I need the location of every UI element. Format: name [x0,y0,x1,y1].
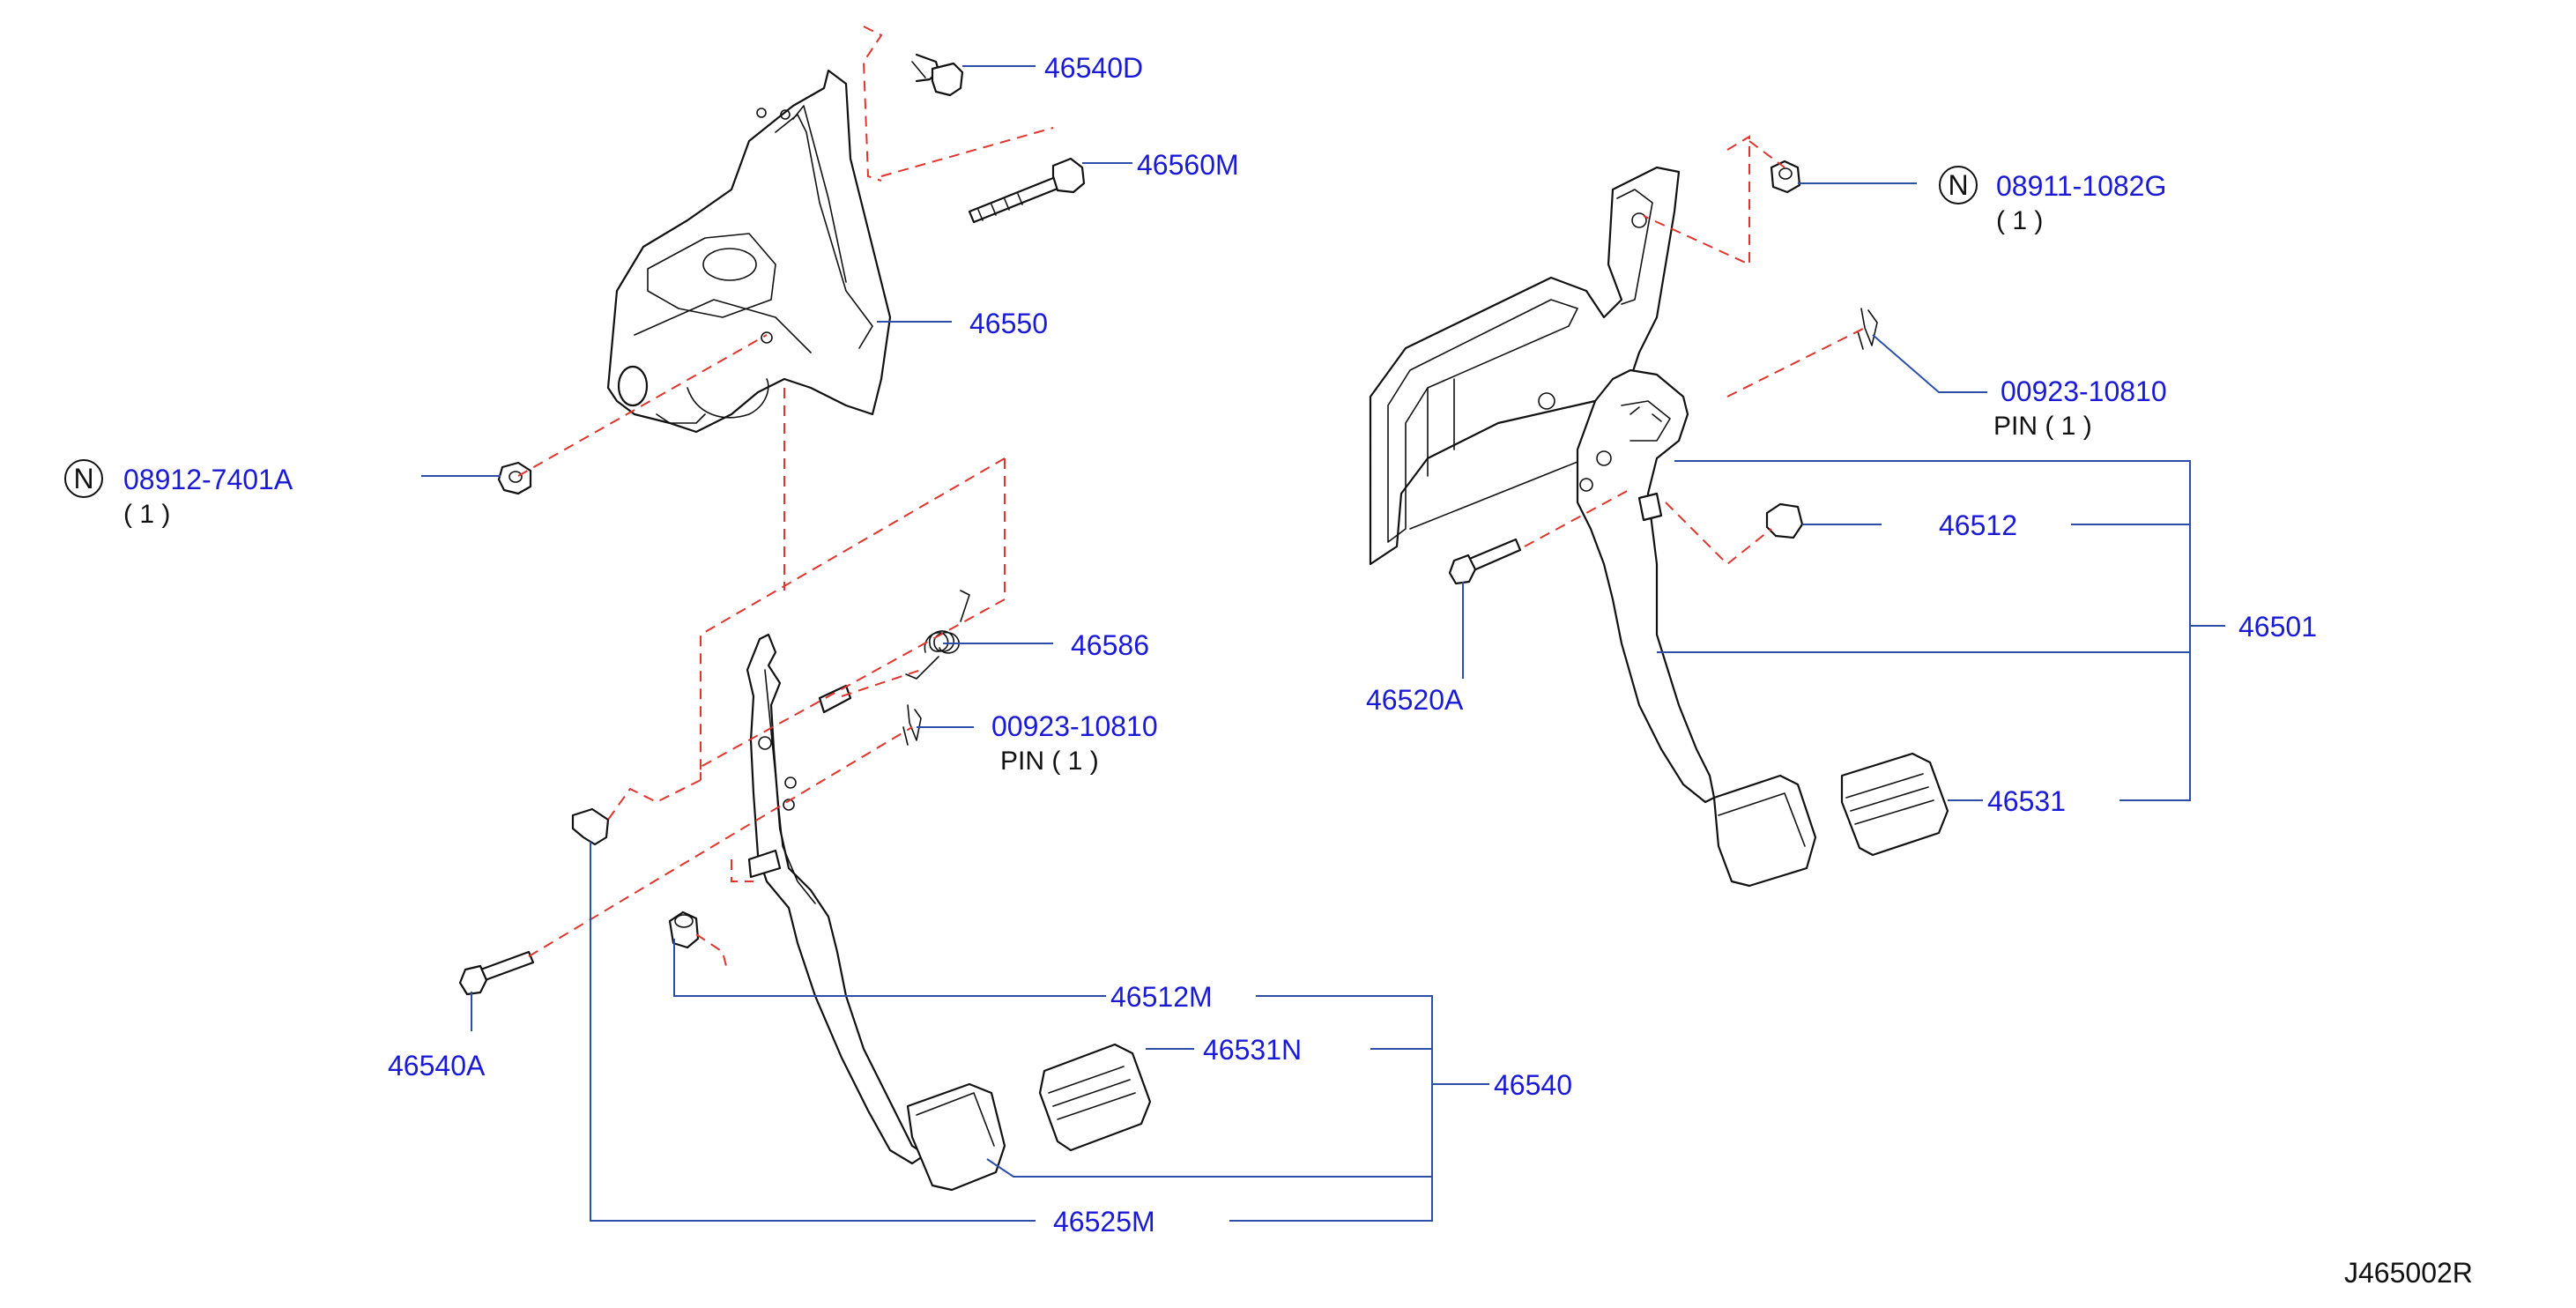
label-46560M[interactable]: 46560M [1137,149,1239,181]
pad-cover-46531 [1840,752,1949,857]
label-46525M[interactable]: 46525M [1053,1206,1155,1237]
nut-08911-1082G [1770,160,1801,194]
label-00923-10810-right[interactable]: 00923-10810 [2001,375,2167,407]
n-mark-right: N [1939,166,1978,204]
bolt-46520A [1448,538,1522,585]
brake-pedal-pad [1712,774,1817,888]
label-46586[interactable]: 46586 [1071,629,1149,661]
label-46540[interactable]: 46540 [1494,1069,1572,1101]
label-46540A[interactable]: 46540A [388,1050,486,1081]
label-08912-7401A[interactable]: 08912-7401A [123,464,293,495]
return-spring-46586 [905,590,970,680]
n-mark-left: N [64,459,103,498]
svg-text:N: N [1948,169,1968,201]
diagram-code: J465002R [2344,1257,2473,1289]
pedal-bracket-46550 [606,69,892,434]
label-46501[interactable]: 46501 [2238,611,2317,643]
dashed-guides-right [1524,135,1869,566]
pedal-pad-46525M [906,1082,1006,1192]
label-46531N[interactable]: 46531N [1203,1034,1302,1066]
bolt-46560M [968,157,1086,224]
label-46531[interactable]: 46531 [1987,785,2066,817]
label-00923-10810-left[interactable]: 00923-10810 [991,710,1158,742]
bushing-clip [571,807,610,846]
brake-pedal-arm [1576,368,1716,804]
leader-lines [421,65,2225,1222]
stopper-46512 [1765,502,1804,539]
dashed-guides-left [517,26,1054,970]
nut-08912-7401A [497,461,532,495]
clevis-pin-00923-10810-left [902,704,922,746]
bolt-46540A [458,950,535,996]
label-46550[interactable]: 46550 [969,308,1048,339]
label-46512M[interactable]: 46512M [1110,981,1213,1013]
clevis-pin-00923-10810-right [1857,308,1878,350]
sub-00923-10810-left: PIN ( 1 ) [1000,747,1099,776]
qty-08911-1082G: ( 1 ) [1996,206,2043,235]
bolt-46540D [911,53,964,97]
label-08911-1082G[interactable]: 08911-1082G [1996,170,2166,202]
sub-00923-10810-right: PIN ( 1 ) [1993,412,2092,441]
pedal-bracket-assembly-46501 [1369,166,1681,566]
qty-08912-7401A: ( 1 ) [123,500,170,529]
label-46512[interactable]: 46512 [1939,509,2017,541]
clutch-pedal-arm [746,633,927,1165]
label-46540D[interactable]: 46540D [1044,52,1143,84]
label-46520A[interactable]: 46520A [1366,684,1464,716]
svg-text:N: N [73,463,93,494]
pad-cover-46531N [1038,1043,1152,1152]
